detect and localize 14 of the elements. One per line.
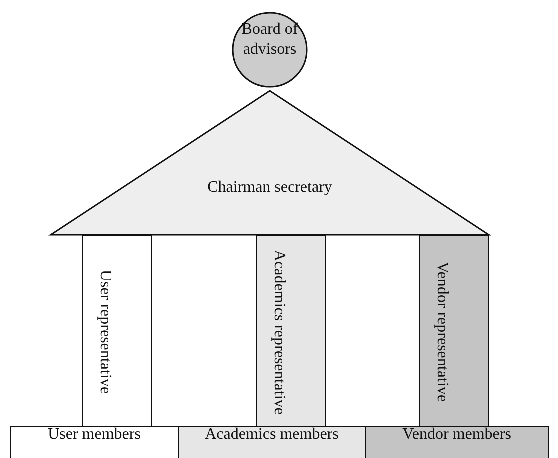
base-label: Vendor members	[402, 425, 512, 445]
base-block	[365, 426, 549, 458]
base-label: Academics members	[204, 425, 340, 445]
pillar-label: User representative	[96, 269, 115, 396]
pillar	[256, 235, 326, 427]
roof-label: Chairman secretary	[206, 178, 334, 198]
base-label: User members	[47, 425, 142, 445]
board-label: Board of advisors	[240, 20, 300, 60]
pillar-label: Vendor representative	[433, 261, 452, 404]
pillar	[419, 235, 489, 427]
base-block	[178, 426, 366, 458]
pillar-label: Academics representative	[270, 248, 289, 416]
pillar	[82, 235, 152, 427]
base-block	[10, 426, 179, 458]
